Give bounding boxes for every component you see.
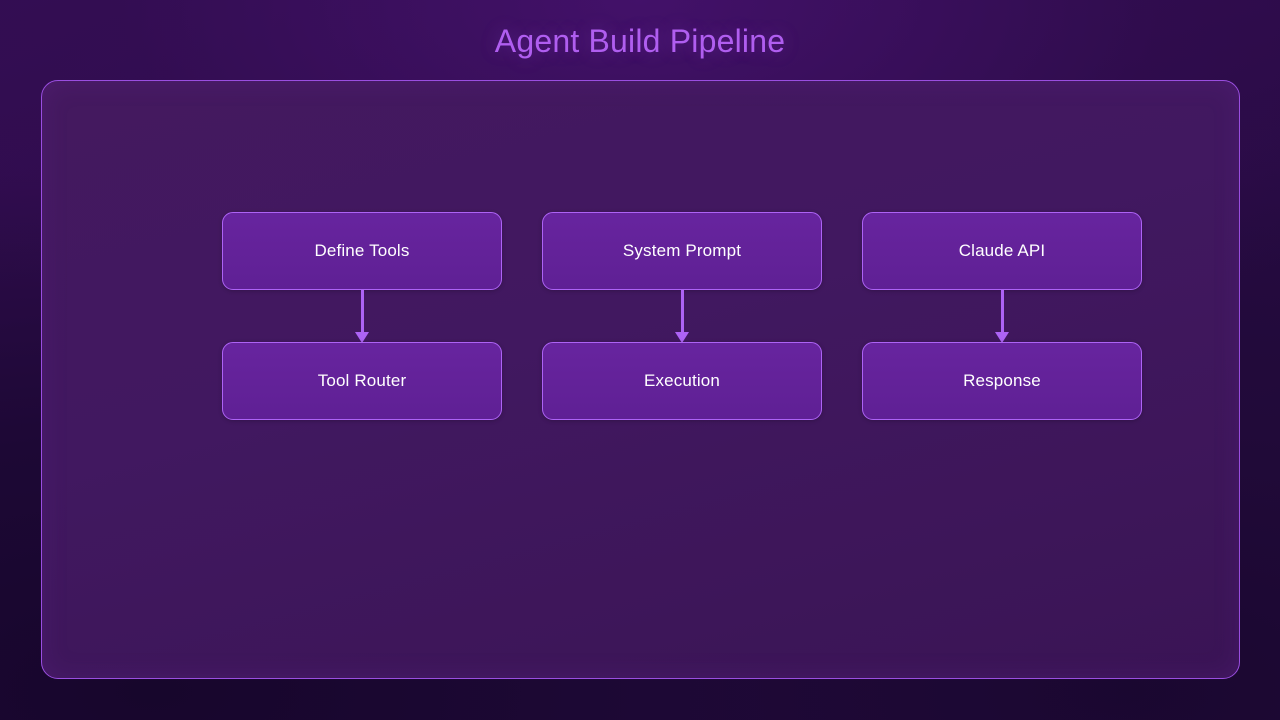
node-label: Response (963, 371, 1041, 390)
node-system-prompt[interactable]: System Prompt (542, 212, 822, 290)
node-execution[interactable]: Execution (542, 342, 822, 420)
node-label: Define Tools (314, 241, 410, 260)
node-define-tools[interactable]: Define Tools (222, 212, 502, 290)
page-title: Agent Build Pipeline (494, 23, 786, 59)
arrow-claude-api-to-response (995, 290, 1009, 343)
node-label: System Prompt (622, 241, 742, 260)
arrow-shaft (1000, 290, 1004, 334)
node-response[interactable]: Response (862, 342, 1142, 420)
node-claude-api[interactable]: Claude API (862, 212, 1142, 290)
node-tool-router[interactable]: Tool Router (222, 342, 502, 420)
arrow-system-prompt-to-execution (675, 290, 689, 343)
arrow-shaft (680, 290, 684, 334)
node-label: Claude API (958, 241, 1046, 260)
arrow-shaft (360, 290, 364, 334)
arrow-define-tools-to-tool-router (355, 290, 369, 343)
node-label: Execution (643, 371, 720, 390)
diagram-panel: Define Tools System Prompt Claude API To… (41, 80, 1240, 679)
node-label: Tool Router (317, 371, 407, 390)
